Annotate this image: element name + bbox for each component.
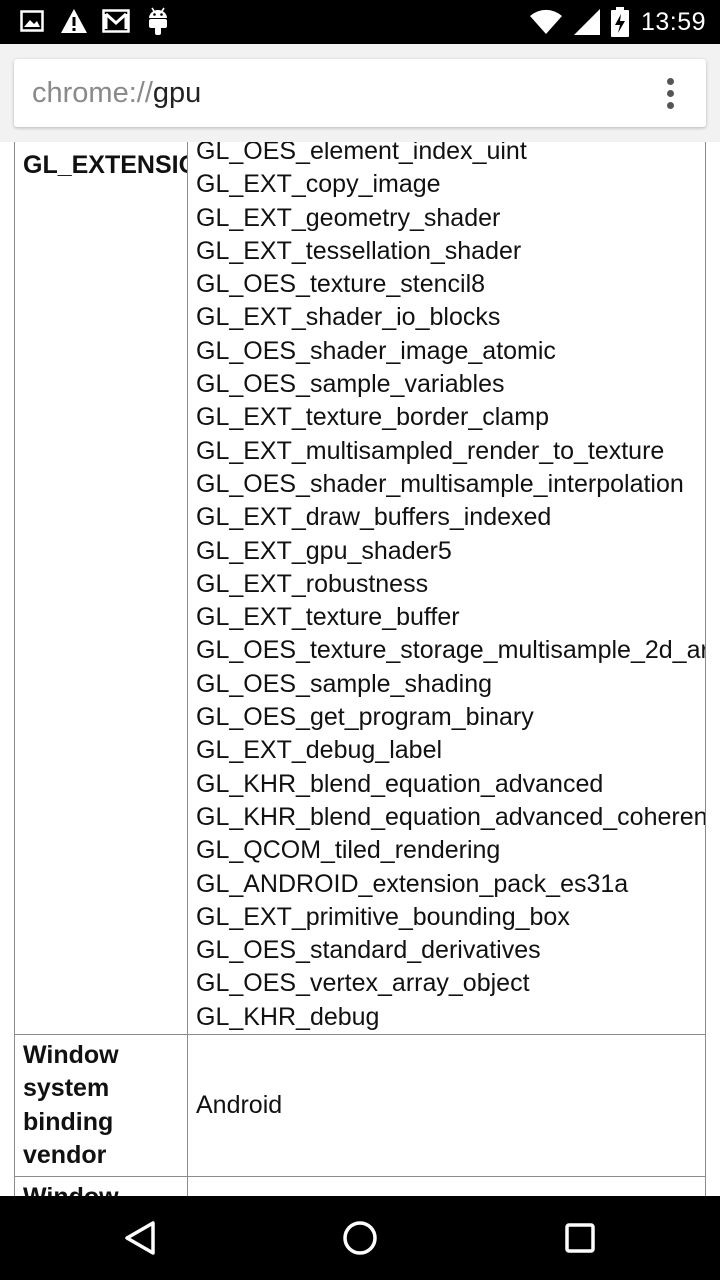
warning-icon: [60, 6, 88, 36]
table-row: Window system binding vendor Android: [14, 1034, 706, 1178]
more-vert-icon[interactable]: [652, 73, 688, 113]
extension-item: GL_OES_get_program_binary: [196, 703, 534, 732]
url-path: gpu: [152, 77, 202, 109]
status-bar: 13:59: [0, 0, 720, 44]
window-vendor-value-cell: Android: [187, 1034, 706, 1178]
extension-item: GL_OES_standard_derivatives: [196, 936, 541, 965]
back-icon[interactable]: [120, 1218, 160, 1258]
extension-item: GL_EXT_primitive_bounding_box: [196, 902, 570, 931]
extension-item: GL_EXT_copy_image: [196, 170, 441, 199]
extension-item: GL_EXT_multisampled_render_to_texture: [196, 436, 665, 465]
signal-icon: [573, 8, 601, 36]
extension-item: GL_EXT_geometry_shader: [196, 203, 501, 232]
url-bar[interactable]: chrome://gpu: [14, 59, 706, 127]
extension-item: GL_OES_shader_image_atomic: [196, 336, 556, 365]
extension-item: GL_OES_shader_multisample_interpolation: [196, 469, 684, 498]
notification-icons: [18, 6, 186, 36]
extension-item: GL_KHR_blend_equation_advanced_coherent: [196, 802, 706, 831]
table-row: GL_EXTENSIONS GL_OES_element_index_uintG…: [14, 142, 706, 1036]
extension-item: GL_OES_vertex_array_object: [196, 969, 530, 998]
recents-icon[interactable]: [560, 1218, 600, 1258]
extensions-label-cell: GL_EXTENSIONS: [14, 142, 188, 1036]
extension-item: GL_OES_texture_storage_multisample_2d_ar…: [196, 636, 706, 665]
navigation-bar: [0, 1196, 720, 1280]
page-content[interactable]: GL_EXTENSIONS GL_OES_element_index_uintG…: [0, 142, 720, 1196]
extension-item: GL_EXT_debug_label: [196, 736, 443, 765]
table-row: Window: [14, 1176, 706, 1196]
extension-item: GL_KHR_debug: [196, 1002, 380, 1031]
extension-item: GL_QCOM_tiled_rendering: [196, 836, 501, 865]
extension-item: GL_EXT_robustness: [196, 569, 429, 598]
extensions-label: GL_EXTENSIONS: [23, 151, 187, 179]
battery-charging-icon: [610, 7, 629, 37]
extension-item: GL_OES_sample_variables: [196, 370, 505, 399]
extension-item: GL_EXT_texture_border_clamp: [196, 403, 549, 432]
image-icon: [18, 6, 46, 36]
extension-item: GL_OES_texture_stencil8: [196, 270, 486, 299]
next-value-cell: [187, 1176, 706, 1196]
gmail-icon: [102, 6, 130, 36]
browser-toolbar: chrome://gpu: [0, 44, 720, 142]
extension-item: GL_KHR_blend_equation_advanced: [196, 769, 604, 798]
url-text[interactable]: chrome://gpu: [32, 77, 201, 110]
home-icon[interactable]: [340, 1218, 380, 1258]
wifi-icon: [529, 9, 563, 35]
extension-item: GL_EXT_shader_io_blocks: [196, 303, 501, 332]
extension-item: GL_ANDROID_extension_pack_es31a: [196, 869, 629, 898]
window-vendor-label-cell: Window system binding vendor: [14, 1034, 188, 1178]
window-vendor-label: Window system binding vendor: [23, 1041, 119, 1169]
next-label: Window: [16, 1178, 187, 1196]
url-scheme: chrome://: [32, 77, 153, 109]
system-icons: 13:59: [519, 6, 706, 38]
extension-item: GL_EXT_draw_buffers_indexed: [196, 503, 552, 532]
clock: 13:59: [640, 7, 706, 36]
extension-item: GL_OES_sample_shading: [196, 669, 493, 698]
driver-info-table: GL_EXTENSIONS GL_OES_element_index_uintG…: [14, 142, 706, 1196]
extension-item: GL_EXT_texture_buffer: [196, 603, 460, 632]
extension-item: GL_OES_element_index_uint: [196, 142, 527, 165]
android-icon: [144, 6, 172, 36]
window-vendor-value: Android: [196, 1091, 283, 1120]
next-label-cell: Window: [14, 1176, 188, 1196]
extension-item: GL_EXT_tessellation_shader: [196, 236, 522, 265]
extension-item: GL_EXT_gpu_shader5: [196, 536, 452, 565]
